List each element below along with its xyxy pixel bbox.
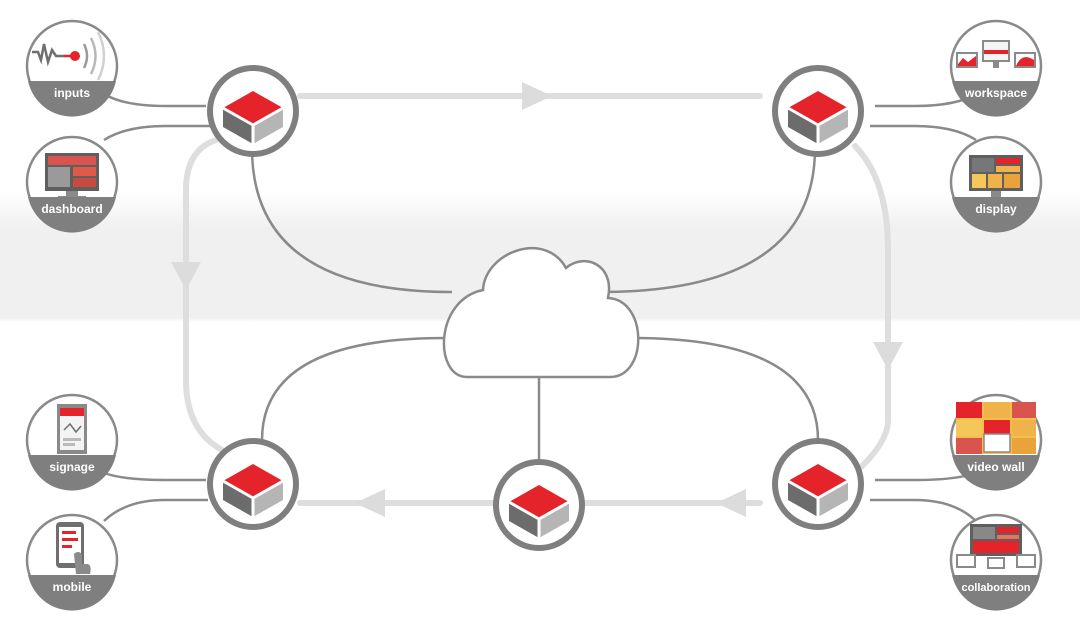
device-label-dashboard: dashboard: [41, 202, 102, 216]
arrow-icon: [171, 262, 201, 290]
device-label-signage: signage: [49, 460, 95, 474]
video-wall-icon: [956, 402, 1036, 454]
display-icon: [969, 155, 1023, 197]
node-bottom-center: [493, 459, 585, 551]
signal-icon: [32, 31, 106, 81]
device-label-display: display: [975, 202, 1017, 216]
arrow-icon: [716, 489, 746, 517]
arrow-icon: [873, 342, 903, 370]
workspace-icon: [956, 40, 1036, 68]
link-tr-cloud: [599, 147, 817, 294]
device-label-mobile: mobile: [53, 580, 92, 594]
node-top-right: [772, 65, 864, 157]
device-signage: signage: [25, 393, 119, 491]
cloud-links: [250, 147, 820, 462]
arrow-icon: [522, 82, 552, 110]
device-display: display: [949, 135, 1043, 233]
device-label-video-wall: video wall: [967, 460, 1024, 474]
device-collaboration: collaboration: [949, 513, 1043, 611]
link-tl-cloud: [250, 147, 453, 294]
monitor-icon: [45, 153, 99, 199]
mobile-icon: [56, 522, 91, 574]
link-bl-cloud: [260, 336, 446, 441]
device-workspace: workspace: [949, 19, 1043, 117]
loop-right-curve: [852, 143, 891, 473]
loop-left-curve: [183, 137, 225, 453]
collaboration-icon: [956, 524, 1036, 569]
arrow-icon: [355, 489, 385, 517]
cloud-icon: [442, 247, 640, 379]
device-dashboard: dashboard: [25, 135, 119, 233]
node-bottom-right: [772, 438, 864, 530]
node-bottom-left: [207, 438, 299, 530]
signage-icon: [57, 404, 87, 454]
device-label-inputs: inputs: [54, 86, 90, 100]
node-top-left: [207, 65, 299, 157]
device-video-wall: video wall: [949, 393, 1043, 491]
loop-arrows: [171, 82, 903, 517]
device-inputs: inputs: [25, 19, 119, 117]
link-br-cloud: [631, 336, 820, 441]
device-mobile: mobile: [25, 513, 119, 611]
device-label-workspace: workspace: [964, 86, 1027, 100]
device-label-collaboration: collaboration: [961, 582, 1030, 594]
